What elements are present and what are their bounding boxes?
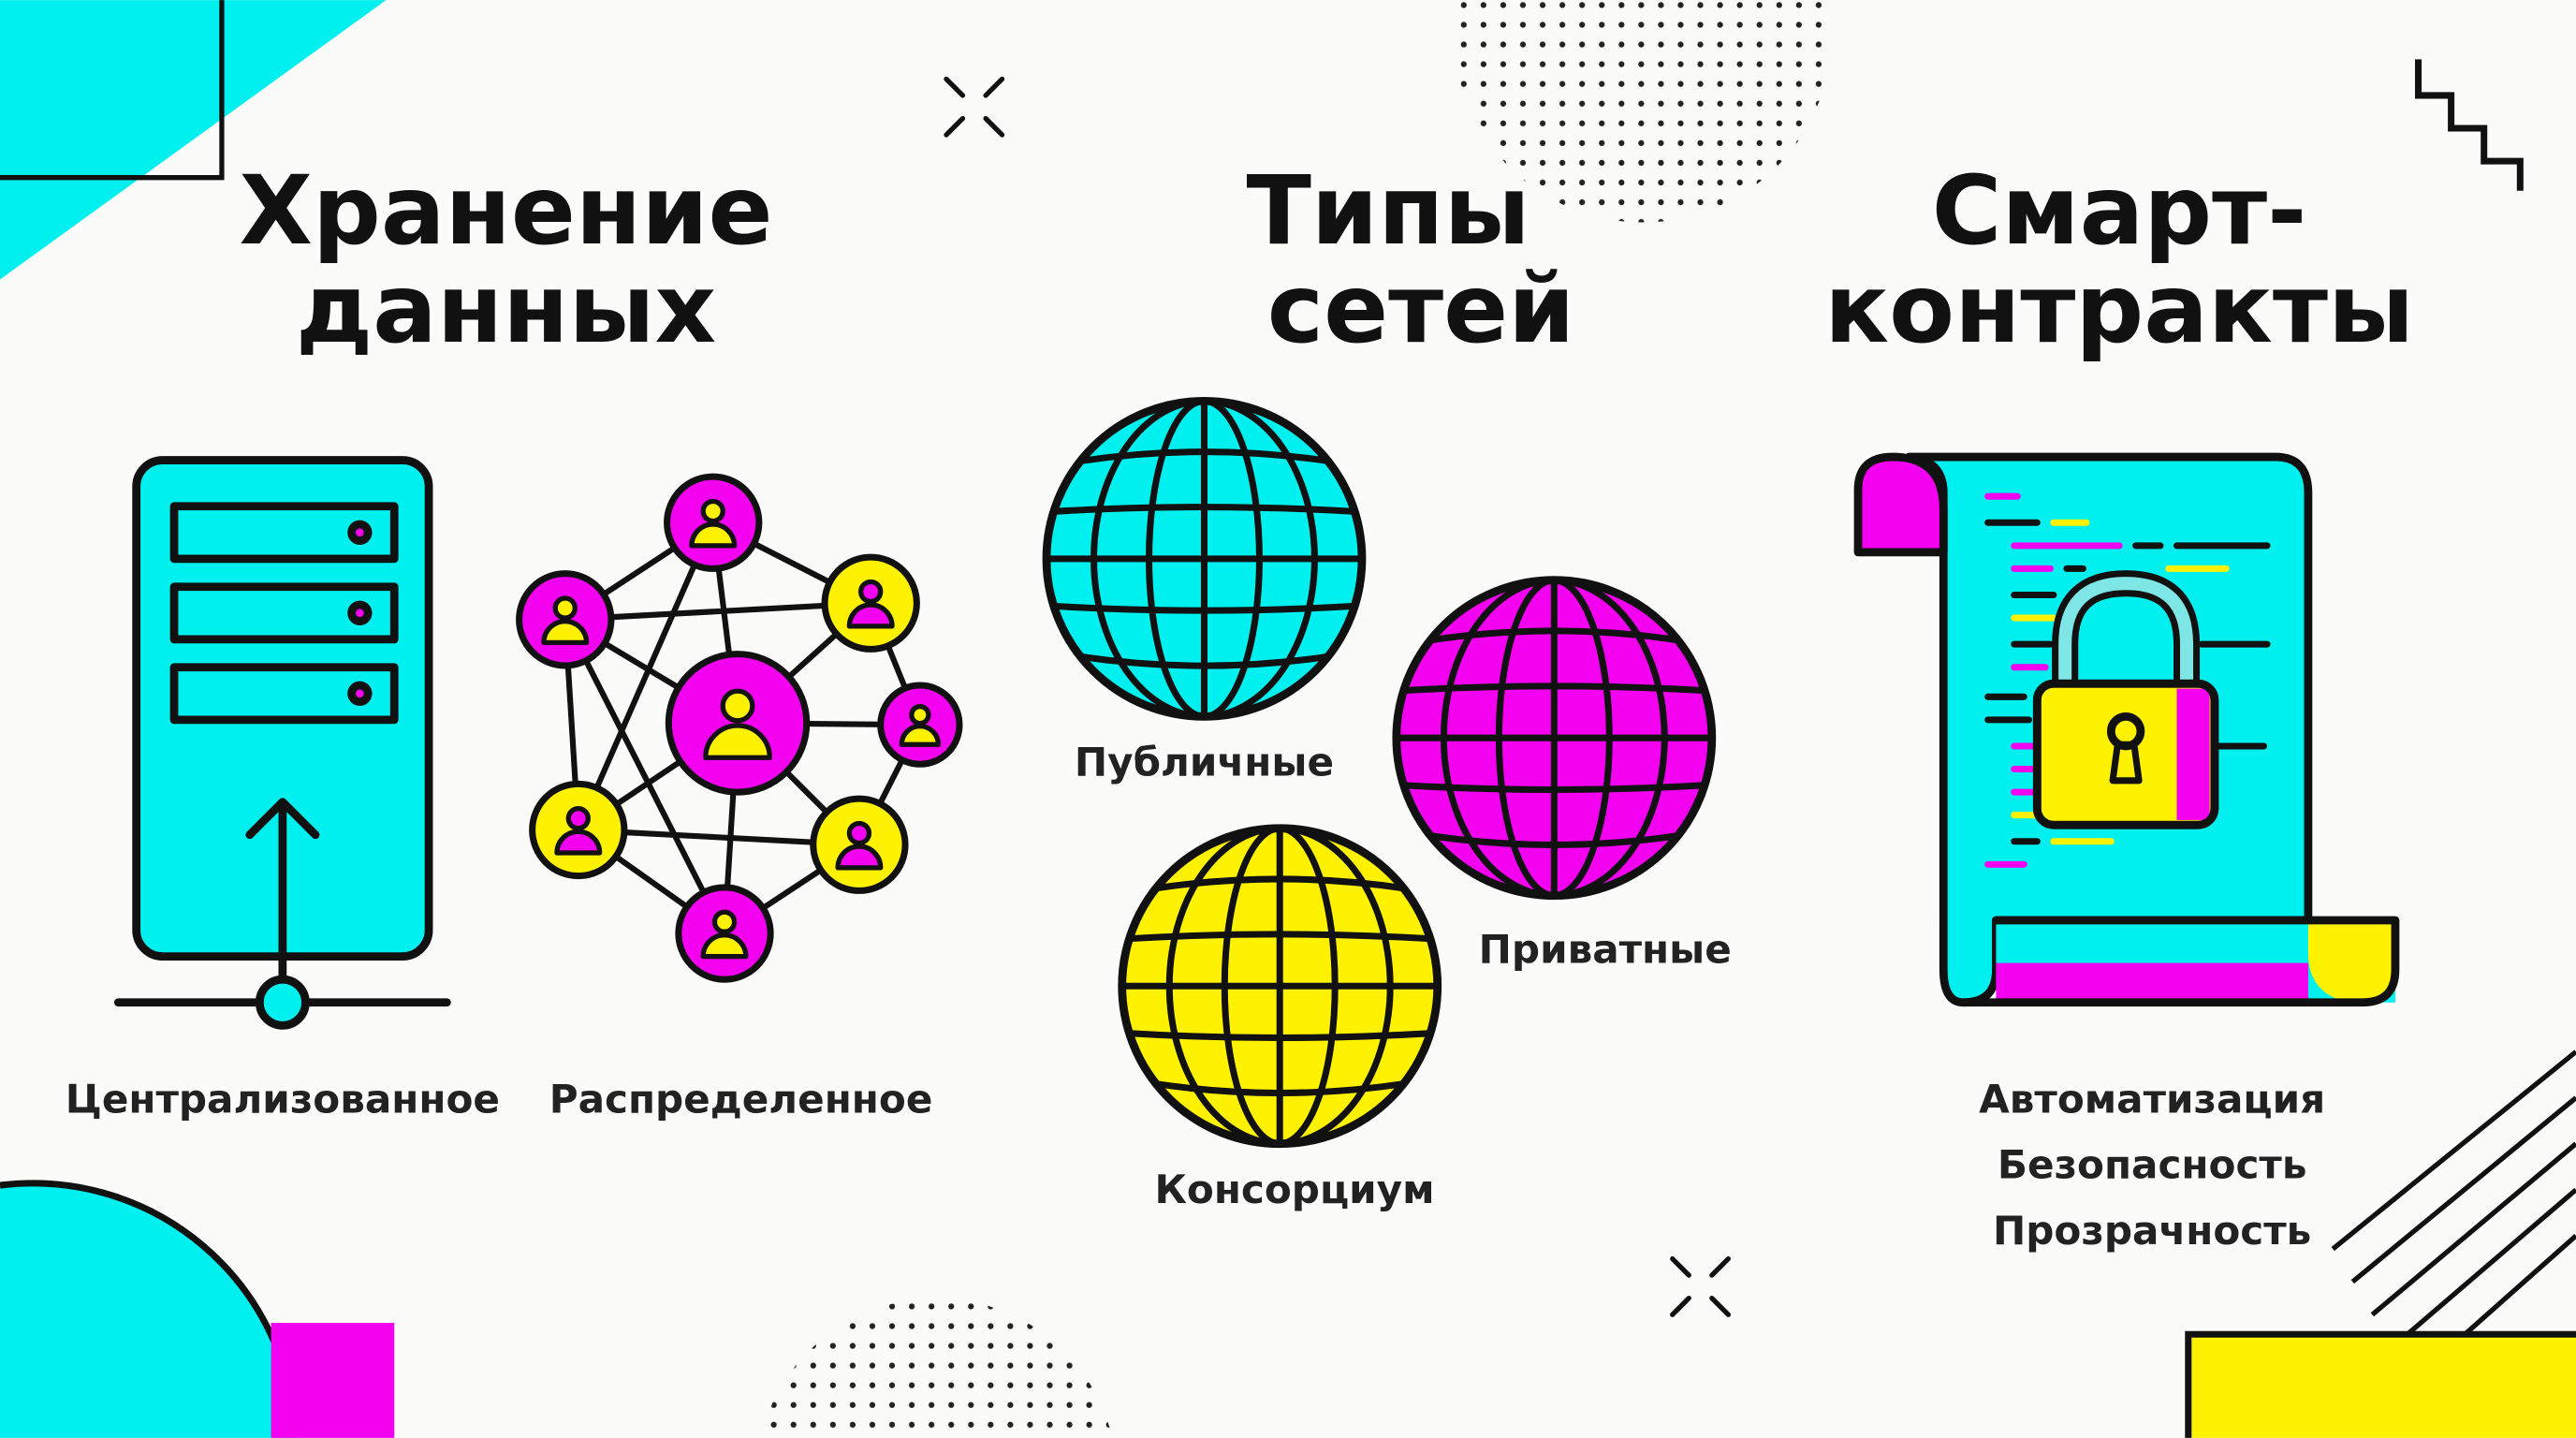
section-title-line: контракты — [1824, 255, 2414, 365]
corner-rect — [2188, 1334, 2576, 1438]
label-centralized: Централизованное — [66, 1076, 500, 1122]
section-title-line: Смарт- — [1932, 156, 2307, 267]
section-title-line: сетей — [1267, 255, 1575, 365]
label-security: Безопасность — [1998, 1142, 2307, 1188]
section-title-line: Хранение — [240, 156, 773, 267]
server-icon — [113, 456, 451, 1030]
network-link — [563, 618, 727, 935]
section-title-line: данных — [296, 255, 716, 365]
section-title-line: Типы — [1247, 156, 1530, 267]
stripes-decor — [2331, 1049, 2576, 1366]
network-icon — [516, 473, 963, 983]
user-node-icon — [529, 780, 628, 880]
network-link — [564, 600, 871, 623]
network-link — [575, 521, 716, 831]
label-distributed: Распределенное — [549, 1076, 933, 1122]
user-node-icon — [664, 473, 763, 572]
dot-pattern-bottom — [760, 1298, 1113, 1438]
x-mark — [944, 76, 1731, 1317]
label-public: Публичные — [1075, 740, 1334, 785]
corner-circle — [0, 1182, 296, 1438]
dot-pattern-top — [1454, 0, 1832, 223]
label-consortium: Консорциум — [1154, 1167, 1434, 1212]
user-node-icon — [810, 795, 909, 894]
section-smart-contracts: Смарт- контракты — [1824, 156, 2414, 1254]
globe-private-icon — [1392, 576, 1717, 901]
label-automation: Автоматизация — [1979, 1076, 2325, 1122]
section-data-storage: Хранение данных Централизованное Распред… — [66, 156, 963, 1122]
stairs-decor — [2415, 59, 2524, 191]
user-node-icon — [665, 651, 811, 796]
globe-public-icon — [1042, 396, 1367, 721]
smart-contract-scroll-icon — [1853, 452, 2400, 1007]
globe-consortium-icon — [1118, 824, 1442, 1149]
corner-square — [271, 1323, 395, 1438]
user-node-icon — [821, 553, 920, 653]
user-node-icon — [877, 682, 963, 768]
label-private: Приватные — [1479, 927, 1732, 973]
padlock-icon — [2032, 570, 2219, 829]
user-node-icon — [675, 884, 774, 983]
label-transparency: Прозрачность — [1993, 1208, 2311, 1254]
user-node-icon — [516, 570, 615, 669]
corner-triangle — [0, 0, 387, 280]
section-network-types: Типы сетей Публичные Приватные Консорциу… — [1042, 156, 1732, 1212]
